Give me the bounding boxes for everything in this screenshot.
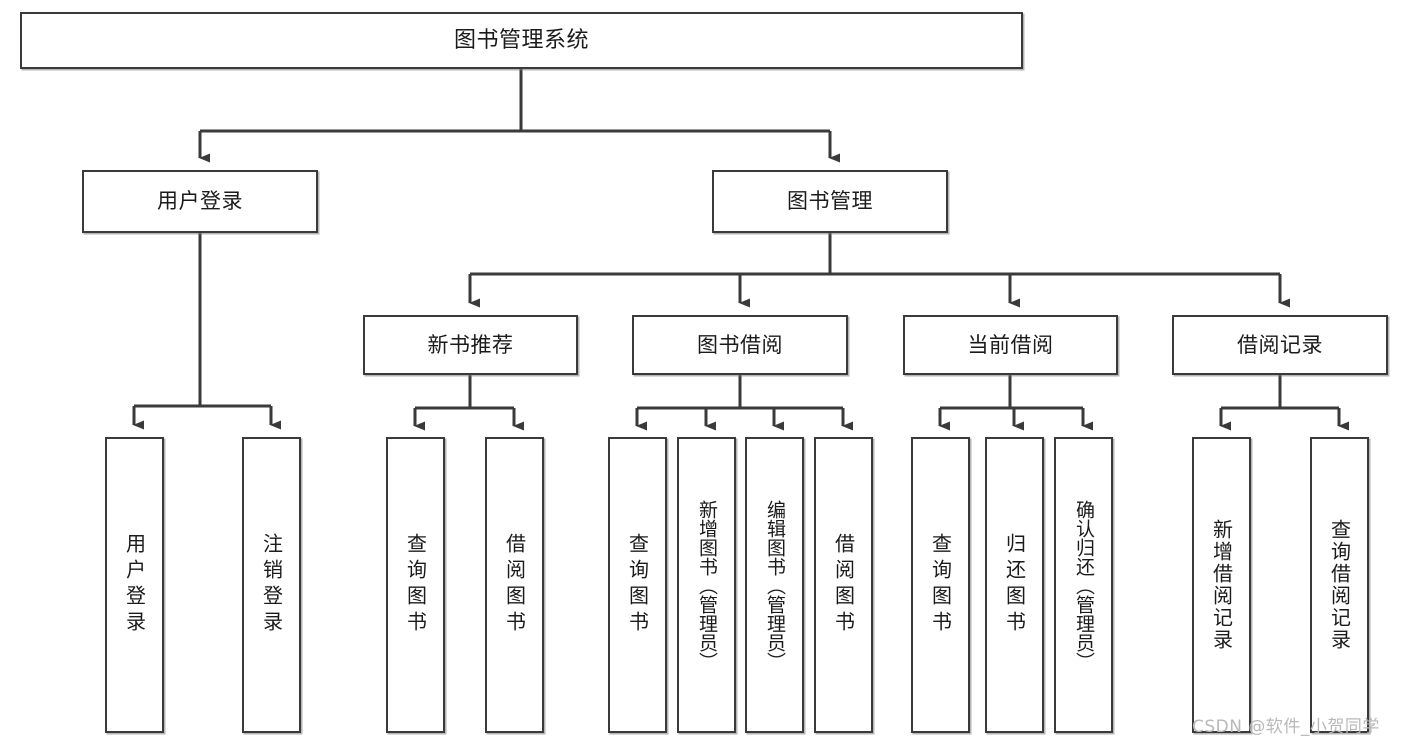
node-current-borrow[interactable]: 当前借阅 <box>903 315 1118 375</box>
node-root[interactable]: 图书管理系统 <box>20 12 1023 69</box>
leaf-confirm-return-admin-label: 确认归还（管理员） <box>1073 500 1095 671</box>
leaf-confirm-return-admin[interactable]: 确认归还（管理员） <box>1054 437 1113 733</box>
leaf-query-book-recommend-label: 查询图书 <box>403 533 428 637</box>
leaf-borrow-book-label: 借阅图书 <box>831 533 856 637</box>
node-new-book-recommend-label: 新书推荐 <box>427 332 514 357</box>
node-borrow-record[interactable]: 借阅记录 <box>1172 315 1388 375</box>
leaf-user-logout-label: 注销登录 <box>259 533 284 637</box>
node-book-management-label: 图书管理 <box>787 189 873 214</box>
node-borrow-record-label: 借阅记录 <box>1237 332 1323 357</box>
leaf-query-book-recommend[interactable]: 查询图书 <box>386 437 445 733</box>
leaf-add-borrow-record[interactable]: 新增借阅记录 <box>1192 437 1251 733</box>
leaf-query-book-borrow[interactable]: 查询图书 <box>608 437 667 733</box>
node-book-borrow[interactable]: 图书借阅 <box>632 315 848 375</box>
csdn-watermark: CSDN @软件_小贺同学 <box>1192 717 1380 737</box>
leaf-add-borrow-record-label: 新增借阅记录 <box>1209 519 1234 651</box>
leaf-borrow-book-recommend[interactable]: 借阅图书 <box>485 437 544 733</box>
node-book-management[interactable]: 图书管理 <box>712 170 948 233</box>
leaf-user-login[interactable]: 用户登录 <box>105 437 164 733</box>
node-book-borrow-label: 图书借阅 <box>697 332 783 357</box>
leaf-borrow-book-recommend-label: 借阅图书 <box>502 533 527 637</box>
leaf-borrow-book[interactable]: 借阅图书 <box>814 437 873 733</box>
node-current-borrow-label: 当前借阅 <box>967 332 1054 357</box>
leaf-query-borrow-record[interactable]: 查询借阅记录 <box>1310 437 1369 733</box>
leaf-query-book-current-label: 查询图书 <box>928 533 953 637</box>
leaf-query-borrow-record-label: 查询借阅记录 <box>1327 519 1352 651</box>
node-new-book-recommend[interactable]: 新书推荐 <box>363 315 578 375</box>
leaf-add-book-admin[interactable]: 新增图书（管理员） <box>677 437 736 733</box>
leaf-user-login-label: 用户登录 <box>122 533 147 637</box>
leaf-add-book-admin-label: 新增图书（管理员） <box>696 500 718 671</box>
leaf-edit-book-admin[interactable]: 编辑图书（管理员） <box>745 437 804 733</box>
leaf-query-book-borrow-label: 查询图书 <box>625 533 650 637</box>
node-user-login[interactable]: 用户登录 <box>82 170 318 233</box>
node-user-login-label: 用户登录 <box>157 189 243 214</box>
leaf-return-book[interactable]: 归还图书 <box>985 437 1044 733</box>
leaf-user-logout[interactable]: 注销登录 <box>242 437 301 733</box>
leaf-return-book-label: 归还图书 <box>1002 533 1027 637</box>
node-root-label: 图书管理系统 <box>453 27 589 53</box>
leaf-query-book-current[interactable]: 查询图书 <box>911 437 970 733</box>
leaf-edit-book-admin-label: 编辑图书（管理员） <box>764 500 786 671</box>
